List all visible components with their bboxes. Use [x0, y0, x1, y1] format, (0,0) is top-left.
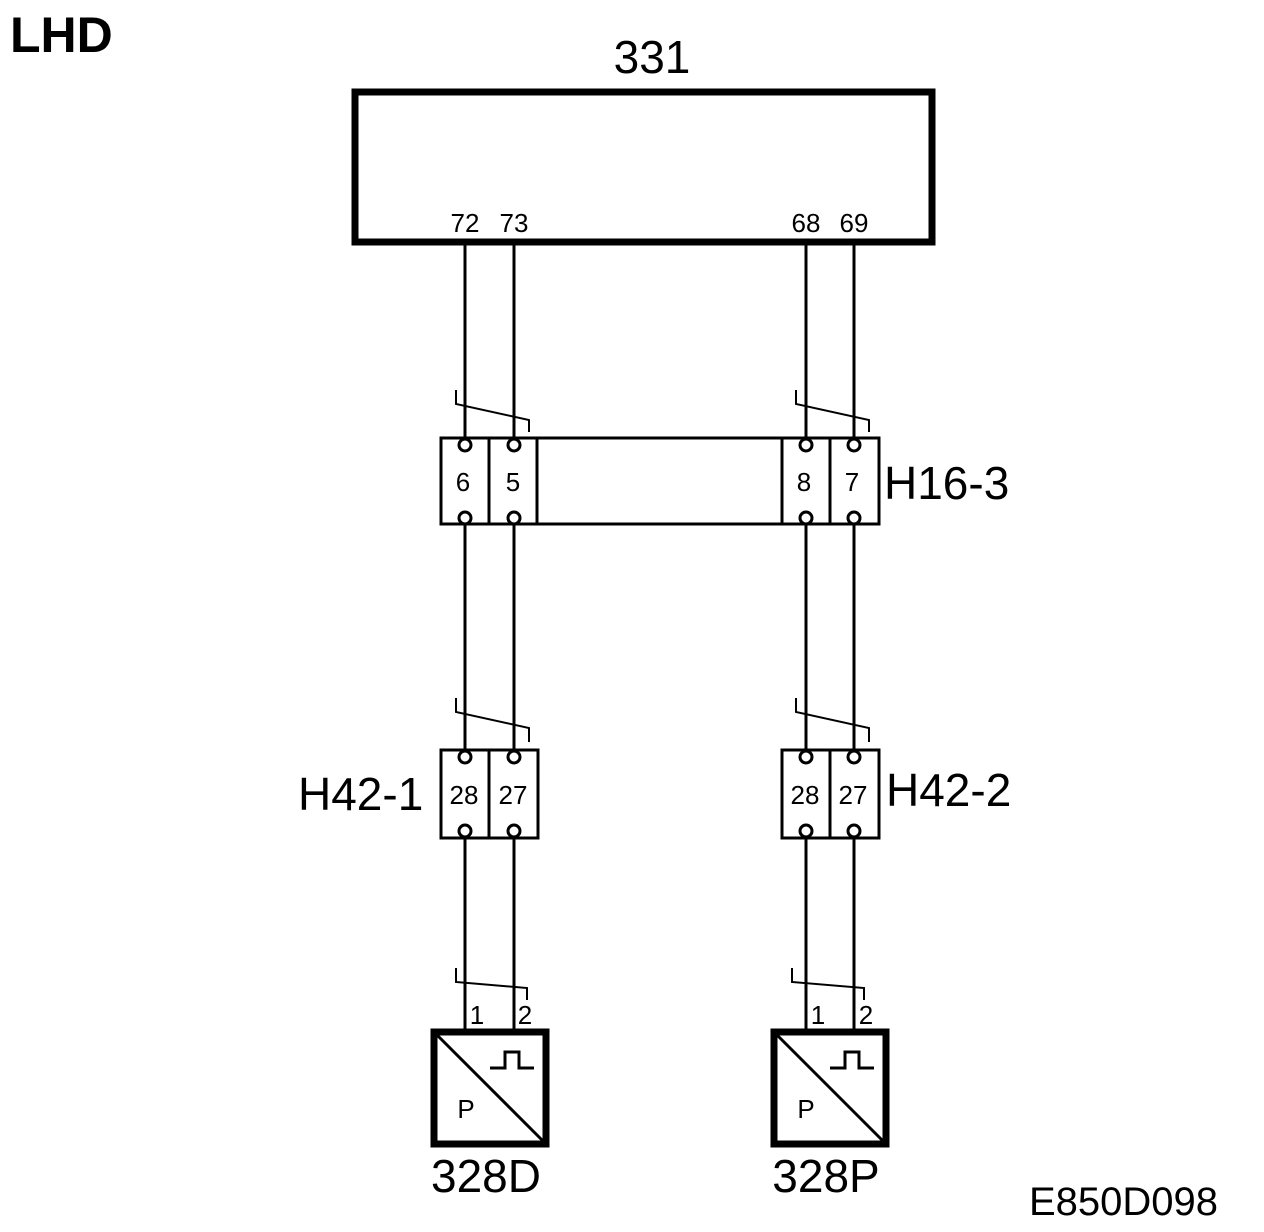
- h42-2-pin-27: 27: [839, 780, 868, 810]
- h16-pin-7: 7: [845, 467, 859, 497]
- h42-1-pin-27: 27: [499, 780, 528, 810]
- ecu-331-box: [351, 88, 936, 246]
- sensor-328d-label: 328D: [431, 1150, 541, 1202]
- twist-marker-h42-left: [455, 698, 530, 742]
- sensor-328p-symbol: P: [797, 1094, 814, 1124]
- twist-marker-sensor-left: [455, 968, 528, 1000]
- h16-pin-5: 5: [506, 467, 520, 497]
- twist-marker-h42-right: [795, 698, 870, 742]
- ecu-id-label: 331: [614, 31, 691, 83]
- connector-h16-3: [439, 436, 881, 526]
- pulse-signal-icon: [830, 1050, 874, 1070]
- h42-2-pin-28: 28: [791, 780, 820, 810]
- ecu-pin-68: 68: [792, 208, 821, 238]
- h42-1-label: H42-1: [298, 768, 423, 820]
- connector-h42-1: [439, 748, 540, 840]
- h42-1-pin-28: 28: [450, 780, 479, 810]
- wires-h16-to-h42: [463, 524, 856, 750]
- ecu-pin-73: 73: [500, 208, 529, 238]
- sensor-328p: [770, 1028, 890, 1148]
- ecu-pin-72: 72: [451, 208, 480, 238]
- ecu-pin-69: 69: [840, 208, 869, 238]
- h16-pin-6: 6: [456, 467, 470, 497]
- sensor-328d-pin-1: 1: [470, 1000, 484, 1030]
- sensor-328p-label: 328P: [772, 1150, 879, 1202]
- sensor-328d-pin-2: 2: [518, 1000, 532, 1030]
- h42-2-label: H42-2: [886, 764, 1011, 816]
- diagram-reference: E850D098: [1029, 1180, 1218, 1224]
- h16-3-label: H16-3: [884, 457, 1009, 509]
- wires-ecu-to-h16: [463, 242, 856, 438]
- sensor-328d: [430, 1028, 550, 1148]
- wires-h42-to-sensors: [463, 838, 856, 1030]
- sensor-328p-pin-2: 2: [859, 1000, 873, 1030]
- twist-marker-sensor-right: [791, 968, 865, 1000]
- twist-marker-h16-right: [795, 390, 870, 432]
- sensor-328d-symbol: P: [457, 1094, 474, 1124]
- pulse-signal-icon: [490, 1050, 534, 1070]
- lhd-label: LHD: [10, 7, 113, 63]
- connector-h42-2: [780, 748, 881, 840]
- h16-pin-8: 8: [797, 467, 811, 497]
- sensor-328p-pin-1: 1: [811, 1000, 825, 1030]
- twist-marker-h16-left: [455, 390, 530, 432]
